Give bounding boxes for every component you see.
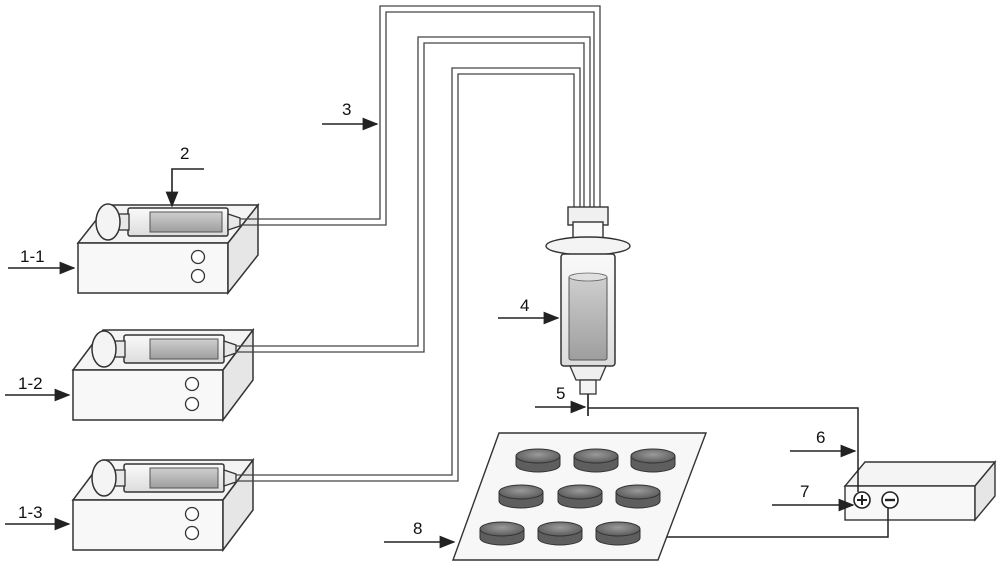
culture-dish (498, 484, 544, 509)
label-needle: 5 (556, 384, 566, 403)
mixing-syringe (545, 206, 631, 395)
label-pump-1: 1-1 (20, 247, 45, 266)
positive-terminal-icon (853, 491, 871, 509)
syringe-3 (91, 459, 237, 497)
culture-dish (479, 521, 525, 546)
pump-knob (190, 268, 206, 284)
power-supply (843, 460, 997, 522)
pump-knob (184, 525, 200, 541)
wires (588, 407, 889, 538)
culture-dish (595, 521, 641, 546)
label-arrows (5, 117, 857, 549)
negative-terminal-icon (881, 491, 899, 509)
label-tubing: 3 (342, 100, 352, 119)
pump-knob (190, 249, 206, 265)
pump-knob (184, 376, 200, 392)
culture-dish (557, 484, 603, 509)
culture-dish (573, 448, 619, 473)
culture-dishes (479, 448, 676, 546)
syringe-1 (95, 203, 241, 241)
label-positive-terminal: 6 (816, 428, 826, 447)
pump-knob (184, 506, 200, 522)
culture-dish (630, 448, 676, 473)
tubing (236, 5, 601, 482)
label-mixing-syringe: 4 (520, 296, 530, 315)
label-pump-2: 1-2 (18, 374, 43, 393)
label-pump-3: 1-3 (18, 503, 43, 522)
culture-dish (615, 484, 661, 509)
culture-dish (515, 448, 561, 473)
syringe-2 (91, 330, 237, 368)
pump-knob (184, 396, 200, 412)
label-syringe: 2 (180, 144, 190, 163)
label-collector-plate: 8 (413, 519, 423, 538)
culture-dish (537, 521, 583, 546)
label-negative-terminal: 7 (800, 482, 810, 501)
